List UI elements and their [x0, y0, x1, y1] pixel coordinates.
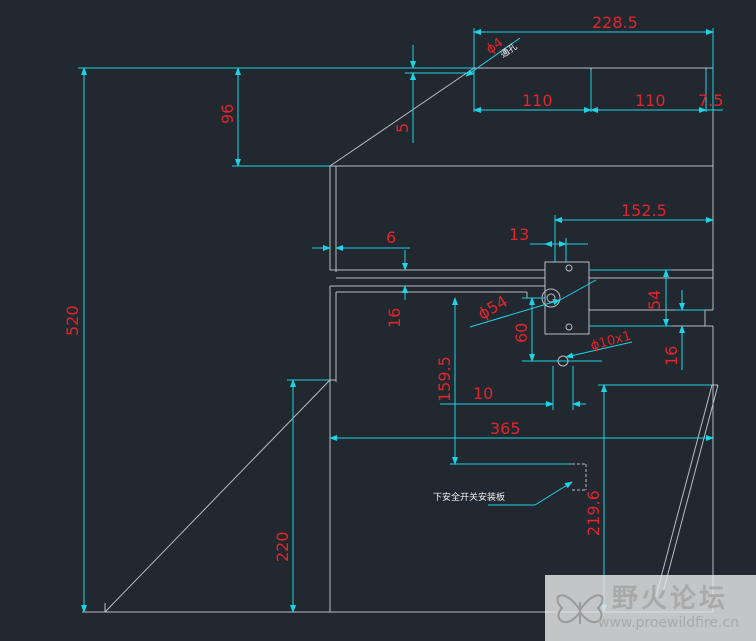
dim-110-b: 110	[635, 91, 666, 110]
dim-5: 5	[393, 123, 412, 133]
dim-219-6: 219.6	[584, 490, 603, 536]
dim-10: 10	[473, 384, 493, 403]
dim-60: 60	[512, 323, 531, 343]
dimension-lines	[78, 28, 723, 613]
dim-6: 6	[386, 228, 396, 247]
dim-16-right: 16	[662, 346, 681, 366]
dim-228-5: 228.5	[592, 13, 638, 32]
dim-220: 220	[273, 531, 292, 562]
dim-7-5: 7.5	[698, 91, 723, 110]
dim-54: 54	[645, 290, 664, 310]
watermark-title: 野火论坛	[612, 584, 729, 614]
switch-plate-note: 下安全开关安装板	[433, 491, 505, 503]
watermark-url[interactable]: www.proewildfire.cn	[598, 615, 740, 631]
dim-phi10x1: ϕ10x1	[589, 329, 633, 354]
dim-152-5: 152.5	[621, 201, 667, 220]
dim-520: 520	[63, 305, 82, 336]
butterfly-logo-icon	[556, 594, 604, 624]
dim-159-5: 159.5	[435, 356, 454, 402]
dim-16-left: 16	[385, 308, 404, 328]
dim-110-a: 110	[522, 91, 553, 110]
dim-365: 365	[490, 419, 521, 438]
dim-13: 13	[509, 225, 529, 244]
dim-phi54: ϕ54	[475, 292, 511, 324]
dim-96: 96	[218, 104, 237, 124]
